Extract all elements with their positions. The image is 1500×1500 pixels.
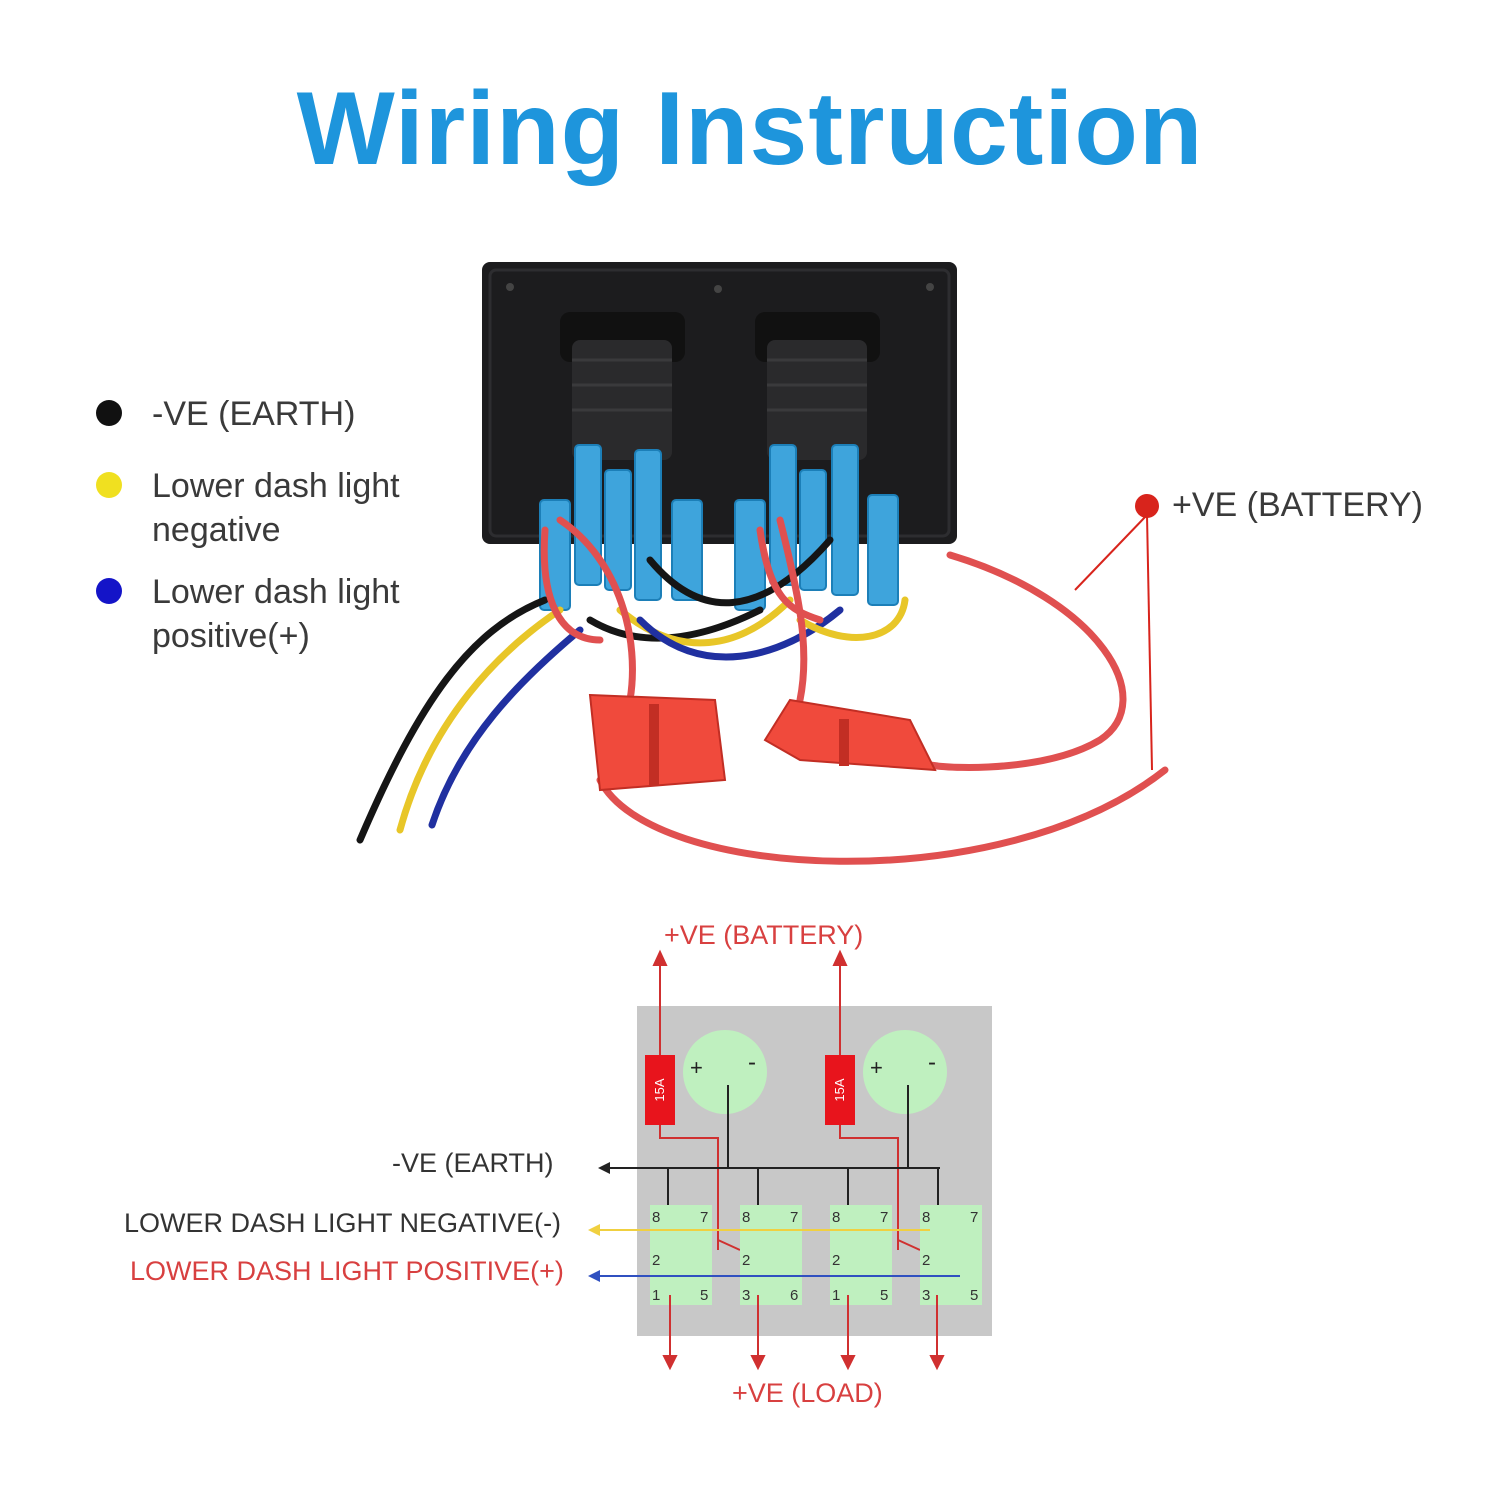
legend-label-earth: -VE (EARTH)	[152, 395, 356, 433]
socket-symbol-left	[683, 1030, 767, 1114]
switch-blocks	[650, 1205, 982, 1305]
yellow-dot-icon	[96, 472, 122, 498]
svg-text:5: 5	[880, 1287, 888, 1304]
fuse-holder-left	[588, 693, 727, 792]
schematic-battery-label: +VE (BATTERY)	[664, 920, 864, 950]
red-dot-icon	[1135, 494, 1159, 518]
svg-text:6: 6	[790, 1287, 798, 1304]
schematic-load-label: +VE (LOAD)	[732, 1378, 883, 1408]
legend-item-positive: Lower dash light positive(+)	[96, 570, 452, 658]
svg-text:3: 3	[922, 1287, 930, 1304]
schematic-earth-label: -VE (EARTH)	[392, 1148, 554, 1178]
legend-label-positive: Lower dash light positive(+)	[152, 573, 400, 655]
svg-text:1: 1	[832, 1287, 840, 1304]
svg-text:2: 2	[652, 1252, 660, 1269]
legend-label-negative: Lower dash light negative	[152, 467, 400, 549]
svg-text:7: 7	[970, 1209, 978, 1226]
svg-text:3: 3	[742, 1287, 750, 1304]
blue-dot-icon	[96, 578, 122, 604]
svg-text:2: 2	[922, 1252, 930, 1269]
svg-text:7: 7	[700, 1209, 708, 1226]
fuse-left	[645, 1055, 675, 1125]
fuse-right-label: 15A	[832, 1078, 847, 1101]
svg-text:8: 8	[922, 1209, 930, 1226]
battery-callout-label: +VE (BATTERY)	[1172, 486, 1423, 524]
arrow-left-icon	[598, 1162, 610, 1174]
socket-left	[560, 312, 685, 460]
page-title: Wiring Instruction	[296, 71, 1204, 187]
legend-item-earth: -VE (EARTH)	[96, 392, 452, 436]
svg-text:2: 2	[742, 1252, 750, 1269]
socket-right-plus: +	[870, 1055, 883, 1080]
schematic-negative-label: LOWER DASH LIGHT NEGATIVE(-)	[124, 1208, 562, 1238]
svg-text:7: 7	[790, 1209, 798, 1226]
svg-text:1: 1	[652, 1287, 660, 1304]
legend-item-negative: Lower dash light negative	[96, 464, 452, 552]
svg-text:5: 5	[970, 1287, 978, 1304]
socket-left-plus: +	[690, 1055, 703, 1080]
socket-right-minus: -	[928, 1049, 936, 1076]
arrow-up-icon	[832, 949, 848, 966]
socket-right	[755, 312, 880, 460]
svg-text:5: 5	[700, 1287, 708, 1304]
svg-text:8: 8	[832, 1209, 840, 1226]
schematic-positive-label: LOWER DASH LIGHT POSITIVE(+)	[130, 1256, 564, 1286]
black-dot-icon	[96, 400, 122, 426]
svg-text:7: 7	[880, 1209, 888, 1226]
svg-text:8: 8	[742, 1209, 750, 1226]
arrow-up-icon	[652, 949, 668, 966]
socket-symbol-right	[863, 1030, 947, 1114]
svg-text:8: 8	[652, 1209, 660, 1226]
fuse-right	[825, 1055, 855, 1125]
socket-left-minus: -	[748, 1049, 756, 1076]
svg-text:2: 2	[832, 1252, 840, 1269]
fuse-left-label: 15A	[652, 1078, 667, 1101]
fuse-holder-right	[763, 698, 937, 772]
